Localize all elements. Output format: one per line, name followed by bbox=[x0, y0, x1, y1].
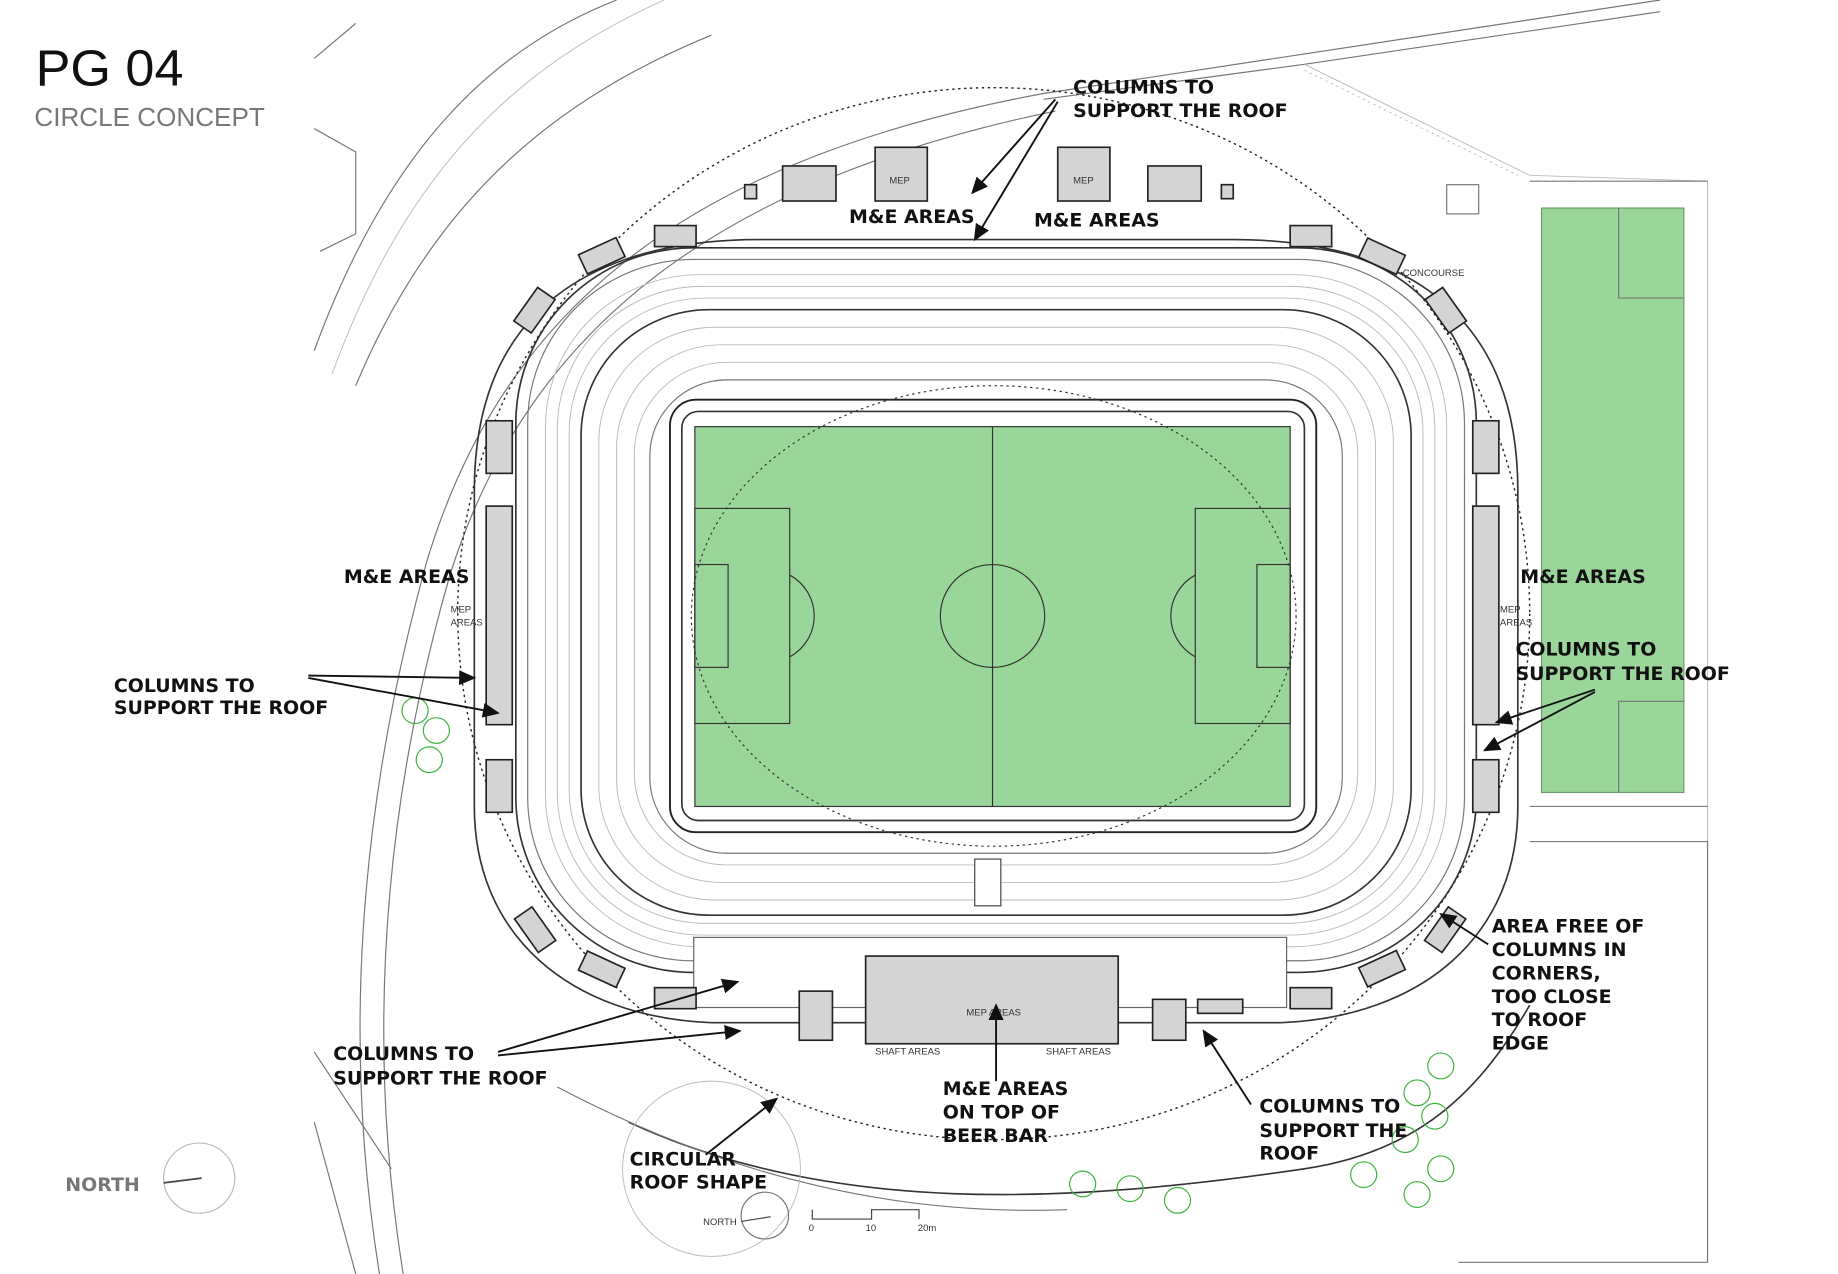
area-free-label: AREA FREE OF bbox=[1492, 917, 1645, 938]
area-free-label: TOO CLOSE bbox=[1492, 987, 1612, 1008]
top-me-areas-left: M&E AREAS bbox=[849, 207, 975, 228]
right-columns-label: COLUMNS TO bbox=[1515, 640, 1656, 661]
top-columns-label: SUPPORT THE ROOF bbox=[1073, 101, 1287, 122]
mep-areas-bottom-note: MEP AREAS bbox=[966, 1007, 1021, 1018]
scale-tick: 20m bbox=[918, 1222, 937, 1233]
shaft-areas-note: SHAFT AREAS bbox=[875, 1045, 940, 1056]
trees bbox=[401, 697, 1455, 1214]
shaft-areas-note: SHAFT AREAS bbox=[1046, 1045, 1111, 1056]
area-free-label: COLUMNS IN bbox=[1492, 940, 1627, 961]
beer-bar-label: ON TOP OF bbox=[943, 1103, 1060, 1124]
mep-note: MEP bbox=[889, 175, 910, 186]
top-me-areas-right: M&E AREAS bbox=[1034, 211, 1160, 232]
site-context bbox=[313, 0, 1709, 1274]
left-columns-label: COLUMNS TO bbox=[114, 676, 255, 697]
circular-roof-label: CIRCULAR bbox=[630, 1149, 737, 1170]
page-subtitle: CIRCLE CONCEPT bbox=[34, 104, 265, 132]
right-columns-label: SUPPORT THE ROOF bbox=[1515, 664, 1729, 685]
area-free-label: TO ROOF bbox=[1492, 1010, 1587, 1031]
area-free-label: CORNERS, bbox=[1492, 964, 1601, 985]
page-title: PG 04 bbox=[36, 39, 184, 97]
north-label: NORTH bbox=[65, 1175, 140, 1196]
bottom-right-columns-label: SUPPORT THE bbox=[1259, 1121, 1407, 1142]
bottom-right-columns-label: COLUMNS TO bbox=[1259, 1097, 1400, 1118]
bottom-right-columns-label: ROOF bbox=[1259, 1144, 1319, 1165]
beer-bar-label: BEER BAR bbox=[943, 1126, 1049, 1147]
mep-note: MEP bbox=[1073, 175, 1094, 186]
left-columns-label: SUPPORT THE ROOF bbox=[114, 698, 328, 719]
beer-bar-label: M&E AREAS bbox=[943, 1079, 1069, 1100]
bottom-left-columns-label: SUPPORT THE ROOF bbox=[333, 1069, 547, 1090]
top-columns-label: COLUMNS TO bbox=[1073, 78, 1214, 99]
mep-areas-note: AREAS bbox=[1500, 616, 1532, 627]
area-free-label: EDGE bbox=[1492, 1034, 1549, 1055]
training-pitch bbox=[1540, 207, 1685, 794]
football-pitch bbox=[694, 426, 1291, 808]
mep-areas-note: MEP bbox=[451, 604, 472, 615]
concourse-note: CONCOURSE bbox=[1403, 267, 1465, 278]
mep-areas-note: AREAS bbox=[451, 616, 483, 627]
annotation-arrows bbox=[308, 98, 1596, 1156]
mep-areas-note: MEP bbox=[1500, 604, 1521, 615]
circular-roof-label: ROOF SHAPE bbox=[630, 1173, 767, 1194]
right-me-areas: M&E AREAS bbox=[1520, 567, 1646, 588]
left-me-areas: M&E AREAS bbox=[344, 567, 470, 588]
scale-bar bbox=[811, 1209, 920, 1220]
north-compass bbox=[163, 1142, 236, 1214]
bottom-left-columns-label: COLUMNS TO bbox=[333, 1044, 474, 1065]
north-small-label: NORTH bbox=[703, 1216, 737, 1227]
north-compass-small bbox=[740, 1191, 790, 1240]
circular-roof-outline bbox=[457, 86, 1531, 1141]
scale-tick: 10 bbox=[866, 1222, 877, 1233]
scale-tick: 0 bbox=[809, 1222, 814, 1233]
